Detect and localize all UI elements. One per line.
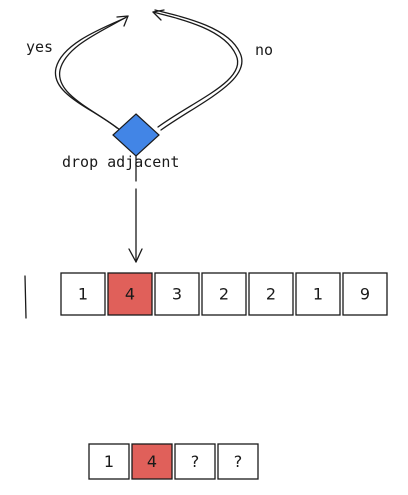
- yes-label: yes: [26, 38, 53, 56]
- yes-loop-arrow: [54, 15, 129, 131]
- cell-value: ?: [234, 452, 243, 471]
- array-cell: ?: [174, 443, 216, 480]
- cell-value: 1: [78, 285, 88, 304]
- cell-box: [154, 272, 200, 316]
- array-cell: 1: [88, 443, 130, 480]
- no-label: no: [255, 41, 273, 59]
- cell-value: 1: [313, 285, 323, 304]
- down-arrow: [128, 155, 143, 263]
- cell-box: [295, 272, 341, 316]
- cell-value: 2: [219, 285, 229, 304]
- decision-label: drop adjacent: [62, 153, 179, 171]
- array-cell: ?: [217, 443, 259, 480]
- array-cell: 1: [295, 272, 341, 316]
- array-cell: 4: [131, 443, 173, 480]
- array-cell: 1: [60, 272, 106, 316]
- decision-diamond: [112, 113, 160, 157]
- cell-value: 3: [172, 285, 182, 304]
- bottom-array: 1 4??: [88, 443, 259, 480]
- array-cell: 4: [107, 272, 153, 316]
- cell-value: 2: [266, 285, 276, 304]
- cell-value: ?: [191, 452, 200, 471]
- cell-value: 1: [104, 452, 114, 471]
- cell-box: [60, 272, 106, 316]
- array-cell: 9: [342, 272, 388, 316]
- cell-box: [201, 272, 247, 316]
- array-cell: 2: [248, 272, 294, 316]
- cell-box: [174, 443, 216, 480]
- cell-box: [342, 272, 388, 316]
- array-cell: 3: [154, 272, 200, 316]
- cell-box: [248, 272, 294, 316]
- cell-value: 4: [147, 452, 157, 471]
- cell-box: [88, 443, 130, 480]
- cell-value: 4: [125, 285, 135, 304]
- cell-value: 9: [360, 285, 370, 304]
- no-loop-arrow: [152, 9, 243, 131]
- cell-box: [217, 443, 259, 480]
- top-array: 1 4 3 2 2 1 9: [60, 272, 388, 316]
- left-bracket-mark: [24, 275, 27, 319]
- highlighted-cell-box: [131, 443, 173, 480]
- highlighted-cell-box: [107, 272, 153, 316]
- array-cell: 2: [201, 272, 247, 316]
